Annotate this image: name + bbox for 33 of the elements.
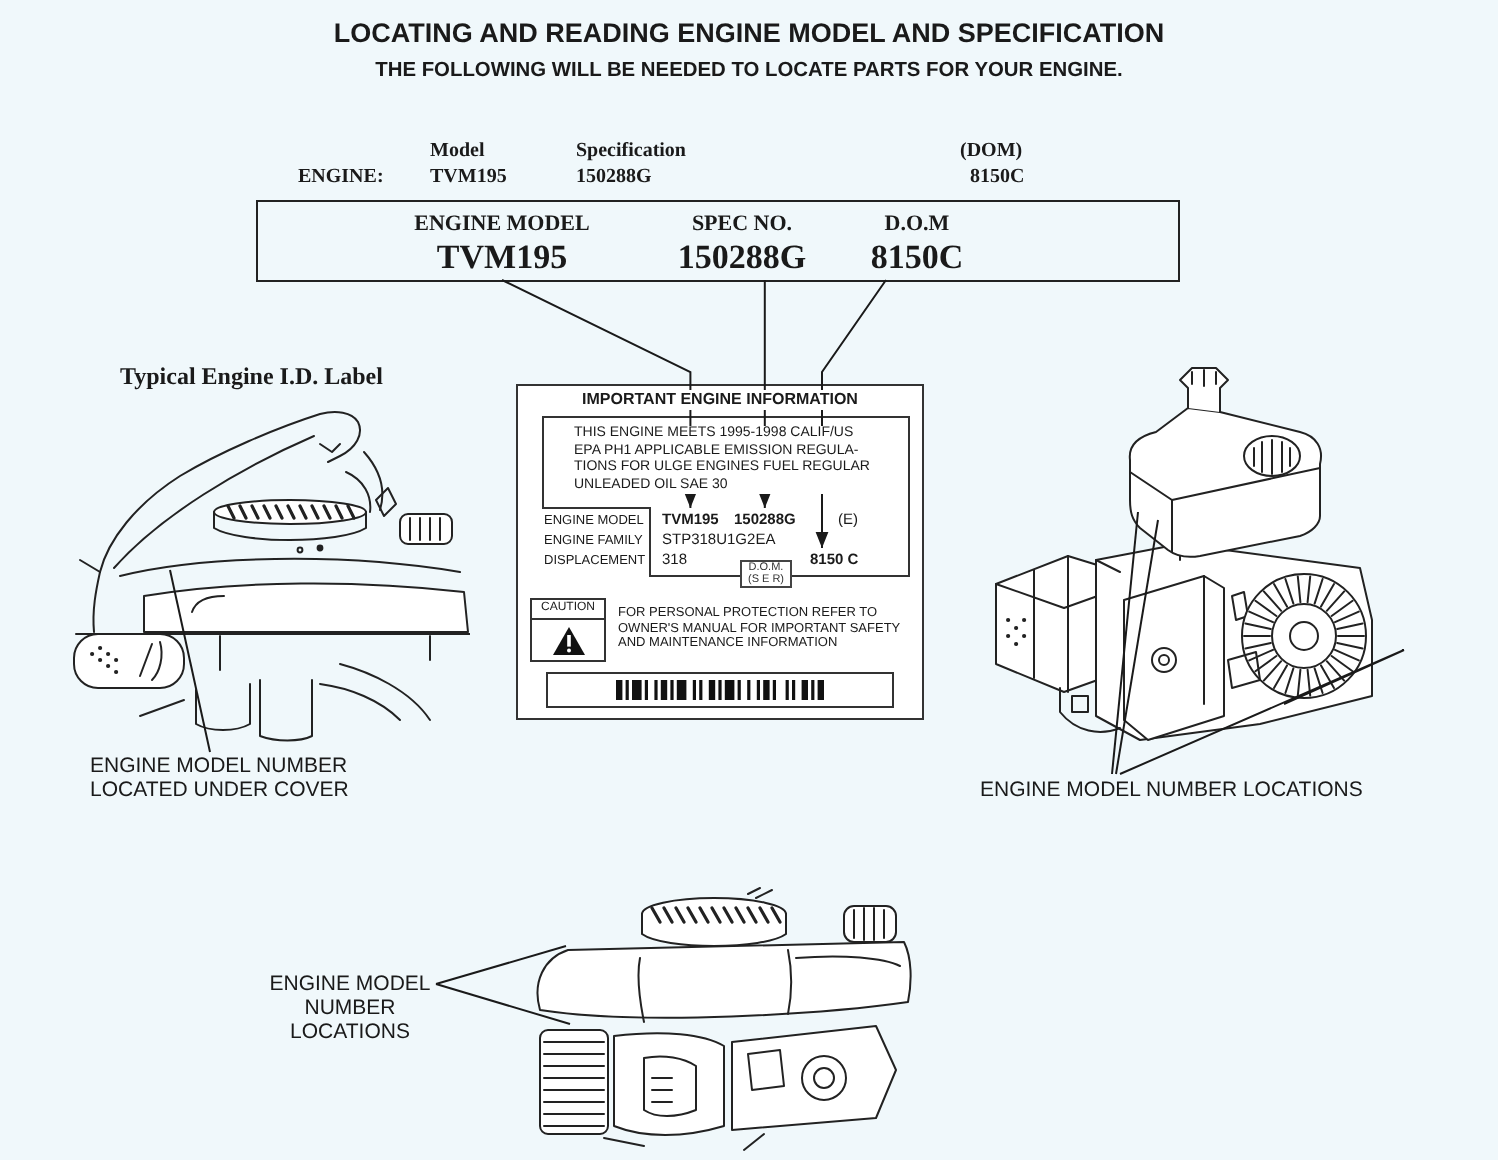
leader-line (169, 569, 211, 753)
callout-text: ENGINE MODEL NUMBER LOCATIONS (980, 778, 1363, 802)
subtitle: THE FOLLOWING WILL BE NEEDED TO LOCATE PARTS FOR YOUR ENGINE. (375, 60, 1123, 85)
spec-value: 150288G (576, 166, 652, 190)
column-value: 8150C (870, 238, 964, 278)
leader-line (1111, 511, 1139, 775)
column-heading: Specification (576, 140, 686, 164)
column-value: TVM195 (436, 238, 568, 278)
leader-line (435, 945, 567, 985)
id-label-plate (516, 384, 924, 720)
row-heading: ENGINE: (298, 166, 384, 190)
label-heading: IMPORTANT ENGINE INFORMATION (582, 390, 858, 410)
column-heading: D.O.M (884, 212, 950, 238)
arrow (815, 279, 887, 549)
arrow (758, 279, 772, 509)
info-band (256, 200, 1180, 282)
callout-text: ENGINE MODEL NUMBER LOCATED UNDER COVER (90, 754, 370, 802)
dom-value: 8150C (970, 166, 1025, 190)
page-title: LOCATING AND READING ENGINE MODEL AND SPECIFICATION (333, 18, 1165, 50)
column-heading: Model (430, 140, 485, 164)
callout-text: ENGINE MODEL NUMBER LOCATIONS (266, 972, 434, 1044)
column-value: 150288G (677, 238, 807, 278)
figure-heading: Typical Engine I.D. Label (120, 362, 383, 391)
arrow (501, 279, 697, 509)
leader-line (435, 983, 571, 1025)
info-panel (542, 416, 910, 590)
leader-line (1115, 519, 1159, 775)
leader-line (1119, 649, 1405, 775)
column-heading: SPEC NO. (691, 212, 793, 238)
model-value: TVM195 (430, 166, 507, 190)
column-heading: (DOM) (960, 140, 1023, 164)
caution-panel (530, 598, 606, 662)
column-heading: ENGINE MODEL (414, 212, 590, 238)
